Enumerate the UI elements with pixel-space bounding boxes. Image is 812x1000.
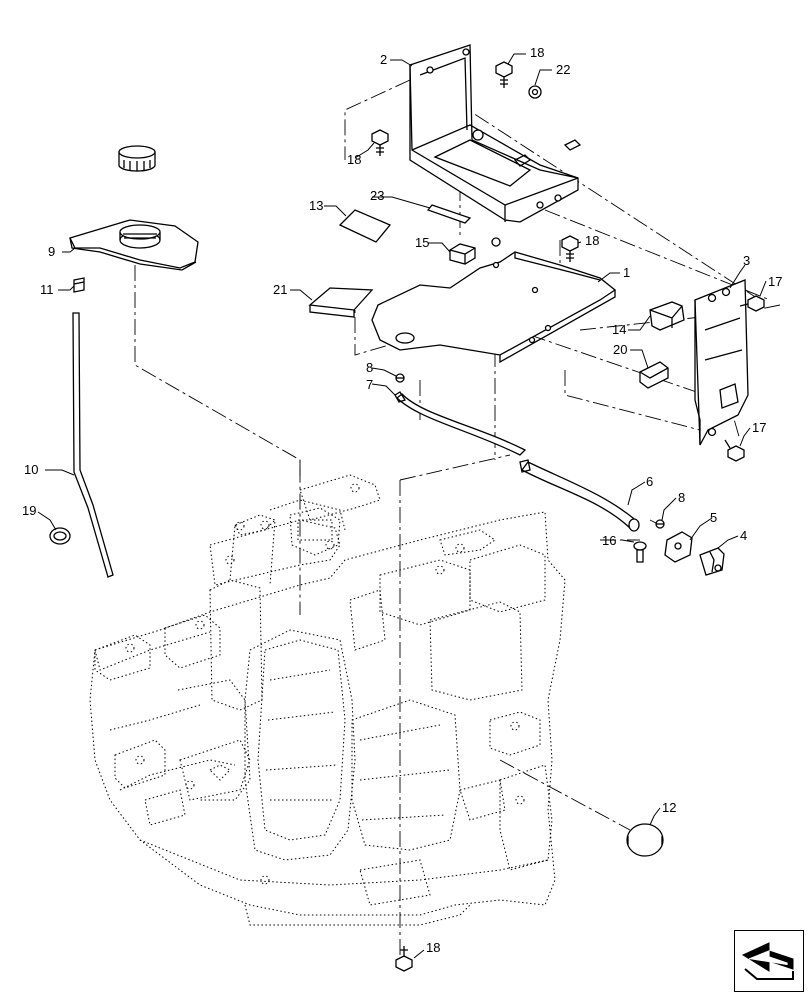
callout-1: 1: [623, 265, 630, 280]
part-20-clip[interactable]: [639, 361, 669, 389]
callout-22: 22: [556, 62, 570, 77]
part-19-o-ring[interactable]: [49, 527, 71, 545]
callout-8-upper: 8: [366, 360, 373, 375]
part-17-bolt-lower[interactable]: [724, 439, 745, 462]
callout-18-left: 18: [347, 152, 361, 167]
callout-21: 21: [273, 282, 287, 297]
callout-7: 7: [366, 377, 373, 392]
part-8-clamp-upper[interactable]: [395, 373, 405, 383]
callout-12: 12: [662, 800, 676, 815]
callout-15: 15: [415, 235, 429, 250]
part-12-plug[interactable]: [626, 823, 664, 857]
part-10-dipstick[interactable]: [72, 312, 114, 578]
part-17-bolt-upper[interactable]: [739, 295, 765, 312]
part-2-upper-bracket[interactable]: [409, 44, 582, 223]
part-22-nut[interactable]: [528, 85, 542, 99]
part-18-bolt-top[interactable]: [495, 61, 513, 88]
callout-4: 4: [740, 528, 747, 543]
part-18-bolt-mid[interactable]: [561, 235, 579, 262]
callout-17-upper: 17: [768, 274, 782, 289]
callout-14: 14: [612, 322, 626, 337]
assembly-centerlines: [134, 79, 781, 960]
part-4-sensor[interactable]: [699, 547, 725, 576]
callout-10: 10: [24, 462, 38, 477]
part-21-pad[interactable]: [308, 287, 374, 318]
callout-3: 3: [743, 253, 750, 268]
arrow-next-page-icon: [741, 942, 794, 980]
leader-lines: [37, 53, 767, 959]
callout-2: 2: [380, 52, 387, 67]
part-9-filler-housing[interactable]: [69, 219, 199, 271]
part-1-main-bracket[interactable]: [371, 251, 617, 364]
callout-16: 16: [602, 533, 616, 548]
callout-18-bottom: 18: [426, 940, 440, 955]
callout-19: 19: [22, 503, 36, 518]
callout-23: 23: [370, 188, 384, 203]
machine-frame-phantom: [89, 474, 566, 926]
callout-11: 11: [40, 282, 54, 297]
callout-18-top: 18: [530, 45, 544, 60]
part-14-clip[interactable]: [649, 301, 685, 331]
callout-5: 5: [710, 510, 717, 525]
callout-labels: 2 18 22 18 13 23 15 18 1 21 3 17 14 20 1…: [22, 45, 782, 955]
filler-cap[interactable]: [118, 145, 156, 172]
part-18-bolt-left[interactable]: [371, 129, 389, 156]
part-8-clamp-lower[interactable]: [655, 519, 665, 529]
part-15-block[interactable]: [449, 243, 476, 265]
part-16-screw[interactable]: [633, 541, 647, 563]
callout-17-lower: 17: [752, 420, 766, 435]
callout-18-mid: 18: [585, 233, 599, 248]
part-3-side-bracket[interactable]: [694, 279, 749, 446]
callout-9: 9: [48, 244, 55, 259]
nut-on-bracket: [491, 237, 501, 247]
part-5-bracket[interactable]: [664, 531, 693, 563]
callout-13: 13: [309, 198, 323, 213]
part-11-fitting[interactable]: [73, 277, 85, 293]
callout-20: 20: [613, 342, 627, 357]
part-6-hose[interactable]: [519, 459, 640, 532]
part-18-bolt-bottom[interactable]: [395, 946, 413, 972]
part-23-strip[interactable]: [426, 204, 472, 224]
next-page-nav-button[interactable]: [734, 930, 804, 992]
part-7-hose[interactable]: [394, 391, 527, 456]
part-13-pad[interactable]: [338, 209, 392, 243]
callout-8-lower: 8: [678, 490, 685, 505]
callout-6: 6: [646, 474, 653, 489]
